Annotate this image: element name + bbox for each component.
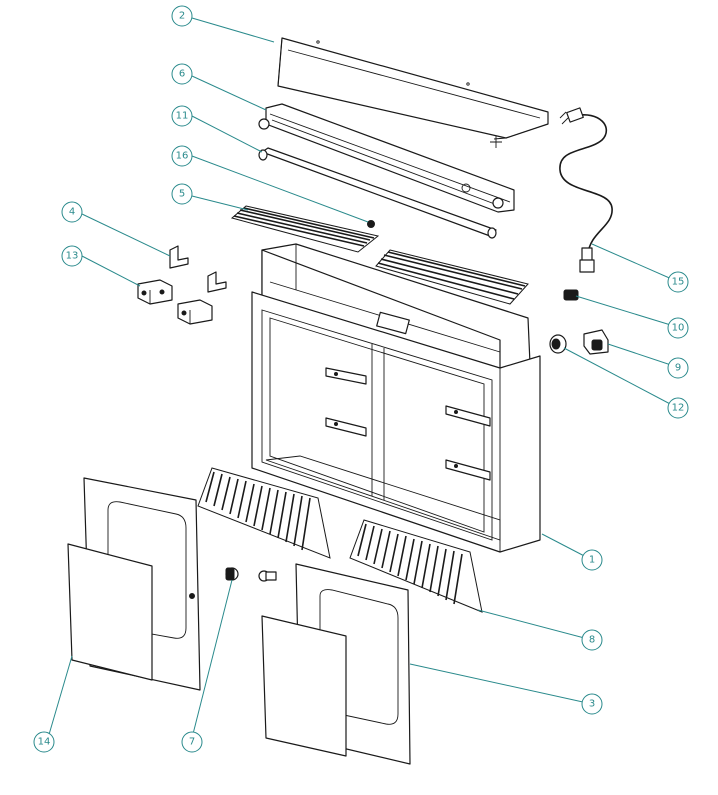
callout-1: 1 (581, 549, 603, 571)
callout-9: 9 (667, 357, 689, 379)
callout-label: 12 (672, 403, 685, 414)
part-lamp-fixture (258, 103, 515, 213)
callout-11: 11 (171, 105, 193, 127)
callout-4: 4 (61, 201, 83, 223)
part-right-door (261, 563, 411, 765)
leader-lines (47, 17, 675, 739)
callout-label: 11 (176, 111, 189, 122)
part-socket (583, 329, 609, 355)
part-switch (563, 289, 579, 301)
part-top-cover (277, 37, 549, 148)
callout-label: 15 (672, 277, 685, 288)
callout-10: 10 (667, 317, 689, 339)
callout-label: 2 (179, 11, 185, 22)
callout-13: 13 (61, 245, 83, 267)
callout-label: 14 (38, 737, 51, 748)
part-mounting-block (137, 279, 213, 325)
callout-14: 14 (33, 731, 55, 753)
callout-2: 2 (171, 5, 193, 27)
callout-label: 16 (176, 151, 189, 162)
callout-label: 13 (66, 251, 79, 262)
callout-7: 7 (181, 731, 203, 753)
callout-label: 7 (189, 737, 195, 748)
callout-label: 4 (69, 207, 75, 218)
callout-15: 15 (667, 271, 689, 293)
callout-label: 8 (589, 635, 595, 646)
callout-label: 10 (672, 323, 685, 334)
part-knob (549, 334, 567, 354)
callout-label: 9 (675, 363, 681, 374)
callout-8: 8 (581, 629, 603, 651)
part-starter (367, 220, 375, 228)
callout-5: 5 (171, 183, 193, 205)
callout-3: 3 (581, 693, 603, 715)
callout-label: 5 (179, 189, 185, 200)
part-bracket (169, 245, 227, 293)
part-fastener (225, 567, 277, 582)
part-cabinet (251, 243, 541, 553)
part-power-cable (559, 107, 613, 273)
callout-6: 6 (171, 63, 193, 85)
callout-label: 3 (589, 699, 595, 710)
part-bottom-grille (197, 467, 483, 613)
part-left-door (67, 477, 201, 691)
callout-label: 6 (179, 69, 185, 80)
callout-16: 16 (171, 145, 193, 167)
callout-12: 12 (667, 397, 689, 419)
part-fluorescent-tube (258, 147, 497, 239)
part-top-grille (230, 205, 529, 305)
callout-label: 1 (589, 555, 595, 566)
